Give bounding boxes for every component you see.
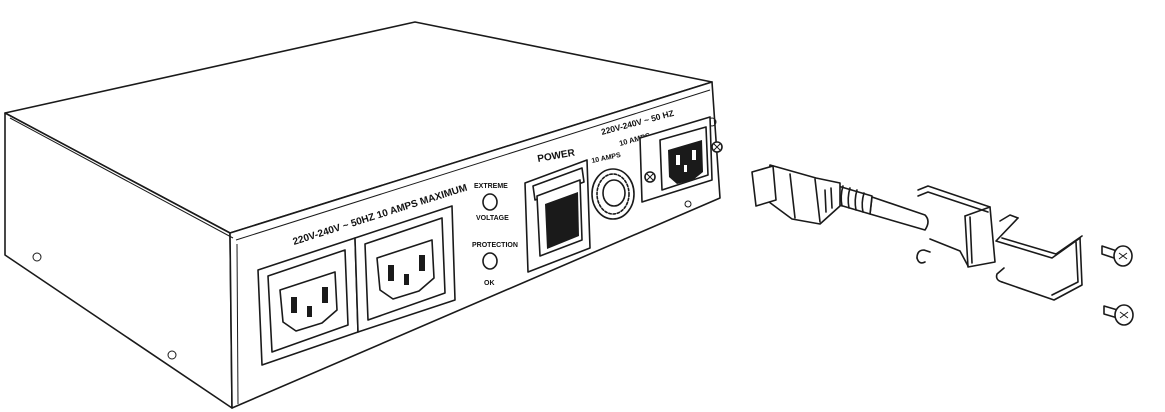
ac-outlet-1 [257, 237, 359, 366]
indicator-panel: EXTREME VOLTAGE PROTECTION OK [472, 183, 518, 287]
retaining-clip [916, 185, 996, 268]
extreme-voltage-led [482, 193, 498, 211]
socket-pin [291, 297, 297, 313]
socket-pin [322, 287, 328, 303]
socket-pin [388, 265, 394, 281]
screw [1101, 245, 1133, 267]
protection-ok-led [482, 252, 498, 270]
socket-pin [419, 255, 425, 271]
screw-hole [167, 350, 177, 360]
screw-hole [32, 252, 42, 262]
screw [1103, 304, 1134, 326]
extreme-label: EXTREME [474, 183, 508, 190]
power-switch: POWER [524, 147, 591, 273]
power-cord [751, 164, 929, 231]
rocker-switch [545, 192, 579, 249]
retaining-clip [995, 214, 1083, 301]
socket-pin [307, 306, 312, 317]
voltage-label: VOLTAGE [476, 215, 509, 222]
socket-pin [404, 274, 409, 285]
ac-outlet-2 [354, 205, 456, 333]
ok-label: OK [484, 280, 495, 287]
protection-label: PROTECTION [472, 242, 518, 249]
